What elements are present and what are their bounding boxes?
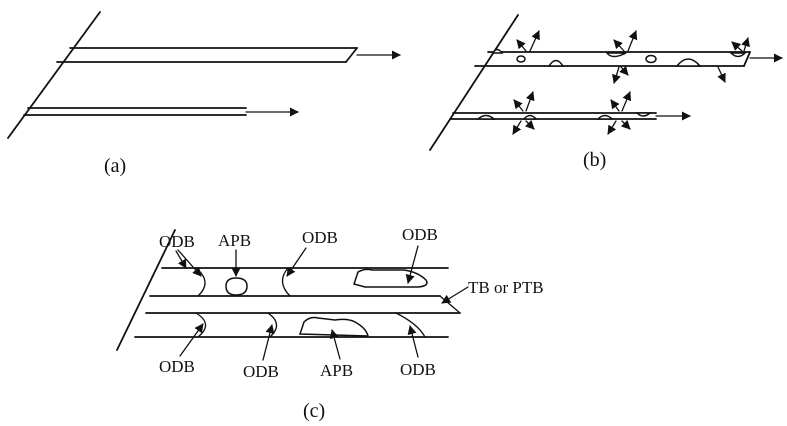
apb-loop bbox=[225, 277, 248, 296]
expansion-arrow bbox=[607, 120, 617, 135]
expansion-arrow bbox=[513, 99, 524, 112]
label-apb: APB bbox=[218, 231, 251, 250]
apb-loop bbox=[353, 268, 428, 288]
odb-wall bbox=[195, 312, 207, 338]
leader-arrow bbox=[262, 324, 275, 361]
panel-c: ODB APB ODB ODB TB or PTB ODB ODB APB OD… bbox=[116, 225, 544, 422]
odb-wall bbox=[395, 312, 426, 338]
expansion-arrow bbox=[610, 99, 620, 112]
domain bbox=[476, 114, 496, 120]
domain bbox=[645, 54, 657, 64]
label-odb: ODB bbox=[243, 362, 279, 381]
domain bbox=[729, 52, 747, 58]
label-odb: ODB bbox=[302, 228, 338, 247]
expansion-arrow bbox=[512, 120, 522, 135]
twin-lamella-upper bbox=[474, 30, 783, 84]
leader-arrow bbox=[329, 329, 341, 360]
grain-boundary-line bbox=[116, 229, 176, 351]
domain bbox=[491, 48, 504, 54]
expansion-arrow bbox=[619, 65, 629, 76]
expansion-arrow bbox=[612, 66, 621, 84]
panel-a: (a) bbox=[7, 11, 401, 177]
grain-boundary-line bbox=[429, 14, 519, 151]
label-boundary-type: TB or PTB bbox=[468, 278, 544, 297]
label-odb: ODB bbox=[400, 360, 436, 379]
label-odb: ODB bbox=[159, 232, 195, 251]
expansion-arrow bbox=[741, 37, 750, 52]
expansion-arrow bbox=[516, 39, 527, 52]
expansion-arrow bbox=[621, 91, 632, 112]
leader-arrow bbox=[441, 286, 469, 304]
expansion-arrow bbox=[613, 39, 625, 52]
expansion-arrow bbox=[627, 30, 638, 52]
leader-arrow bbox=[177, 249, 202, 277]
label-odb: ODB bbox=[402, 225, 438, 244]
grain-boundary-line bbox=[7, 11, 101, 139]
odb-wall bbox=[281, 267, 291, 297]
expansion-arrow bbox=[524, 119, 535, 130]
expansion-arrow bbox=[529, 30, 540, 52]
leader-arrow bbox=[286, 247, 307, 277]
expansion-arrow bbox=[731, 41, 743, 52]
odb-wall bbox=[267, 312, 278, 338]
twin-lamella-upper bbox=[56, 47, 401, 63]
domain bbox=[522, 114, 538, 120]
domain bbox=[605, 52, 627, 58]
domain bbox=[516, 55, 526, 63]
leader-arrow bbox=[175, 250, 187, 269]
leader-arrow bbox=[405, 245, 419, 284]
twin-lamella-lower bbox=[23, 107, 299, 117]
leader-arrow bbox=[407, 325, 419, 358]
leader-arrow bbox=[179, 323, 204, 357]
apb-loop bbox=[298, 316, 369, 337]
twin-lamella-lower bbox=[449, 91, 691, 135]
label-odb: ODB bbox=[159, 357, 195, 376]
expansion-arrow bbox=[717, 66, 726, 83]
domain bbox=[675, 58, 702, 67]
label-apb: APB bbox=[320, 361, 353, 380]
expansion-arrow bbox=[525, 91, 535, 112]
domain bbox=[596, 114, 614, 120]
panel-b-label: (b) bbox=[583, 149, 606, 171]
panel-a-label: (a) bbox=[104, 155, 126, 177]
domain bbox=[547, 59, 565, 67]
panel-c-label: (c) bbox=[303, 400, 325, 422]
expansion-arrow bbox=[620, 119, 631, 130]
panel-b: (b) bbox=[429, 14, 783, 171]
domain bbox=[635, 112, 653, 117]
